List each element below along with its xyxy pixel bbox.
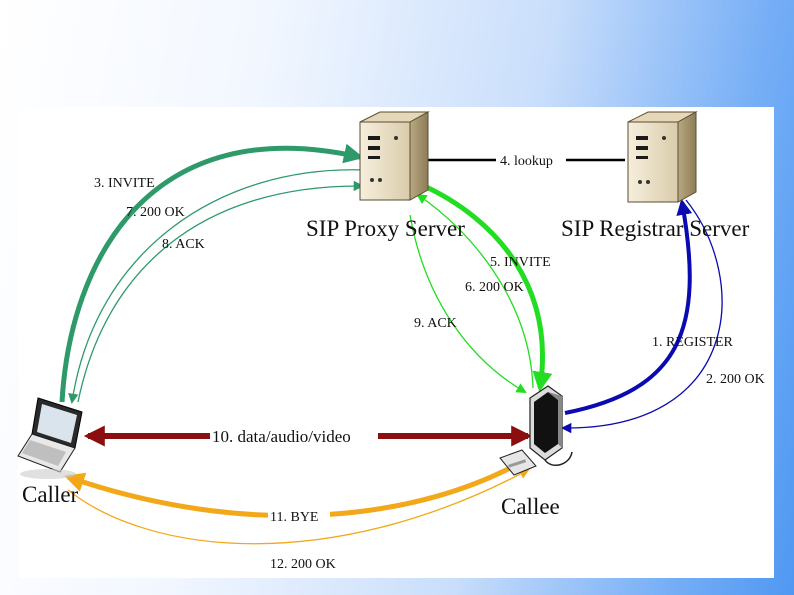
arrow-3-invite [59,143,364,403]
callee-label: Callee [501,494,560,519]
caller-laptop-icon [17,397,83,479]
arrow-5-invite [418,181,553,392]
label-11-bye: 11. BYE [270,510,318,525]
arrow-11-bye [64,457,527,519]
arrow-12-200ok [67,469,530,545]
registrar-server-label: SIP Registrar Server [561,216,750,241]
label-6-200ok: 6. 200 OK [465,280,524,295]
label-10-media: 10. data/audio/video [212,427,351,446]
label-1-register: 1. REGISTER [652,335,734,350]
label-4-lookup: 4. lookup [500,154,553,169]
arrow-6-200ok [416,193,534,389]
callee-computer-icon [499,385,573,476]
arrow-8-ack [77,180,365,403]
proxy-server-label: SIP Proxy Server [306,216,465,241]
label-3-invite: 3. INVITE [94,176,155,191]
proxy-server-icon [359,111,430,201]
label-12-200ok: 12. 200 OK [270,557,336,572]
label-9-ack: 9. ACK [414,316,457,331]
arrow-9-ack [409,214,527,394]
registrar-server-icon [627,111,698,203]
label-5-invite: 5. INVITE [490,255,551,270]
label-2-200ok: 2. 200 OK [706,372,765,387]
arrow-7-200ok [68,169,366,405]
arrow-2-200ok [560,199,723,434]
label-8-ack: 8. ACK [162,237,205,252]
caller-label: Caller [22,482,79,507]
arrow-1-register [564,198,693,415]
label-7-200ok: 7. 200 OK [126,205,185,220]
